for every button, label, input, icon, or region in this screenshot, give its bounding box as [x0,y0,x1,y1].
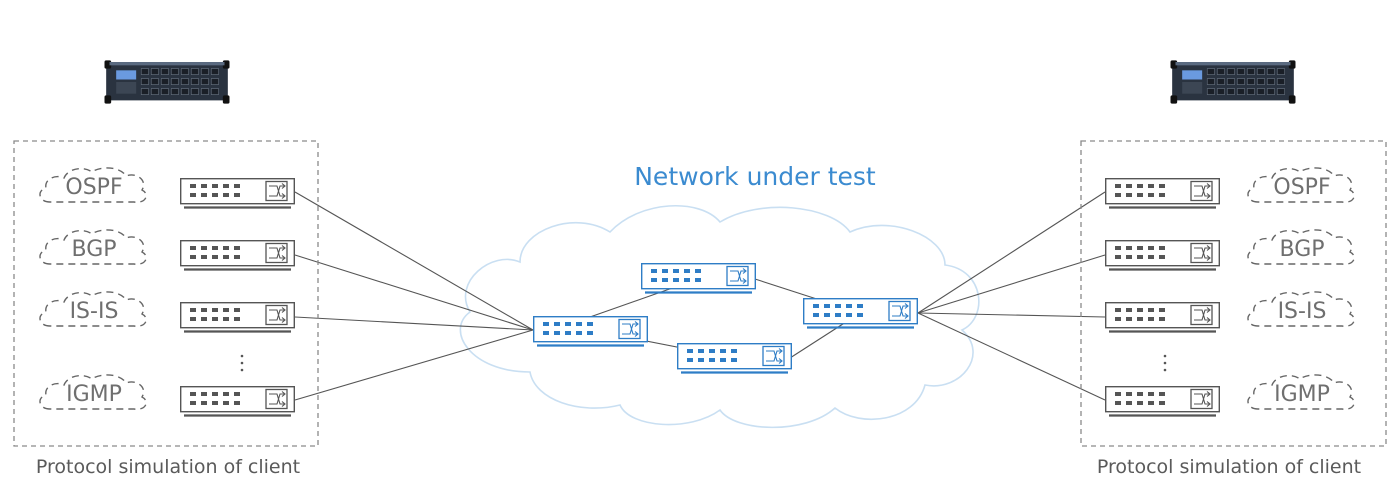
core-switch-left [533,316,648,347]
right-protocol-igmp: IGMP [1274,382,1330,407]
switch-icon [180,178,295,209]
left-protocol-igmp: IGMP [66,382,122,407]
network-cloud-icon [459,205,980,429]
switch-icon [1105,178,1220,209]
core-switch-right [803,298,918,329]
switch-icon [180,386,295,417]
right-protocol-ospf: OSPF [1273,175,1330,200]
switch-icon [1105,302,1220,333]
left-dashed-box [13,140,319,447]
right-protocol-bgp: BGP [1279,237,1324,262]
left-protocol-bgp: BGP [71,237,116,262]
tester-device-icon [104,60,230,104]
left-links [294,191,534,401]
left-protocol-isis: IS-IS [70,299,119,324]
right-links [917,191,1106,401]
right-client-group: OSPF BGP IS-IS IGMP Protocol simulation … [1080,60,1387,478]
right-ellipsis [1163,354,1167,372]
left-protocol-ospf: OSPF [65,175,122,200]
switch-icon [180,302,295,333]
switch-icon [1105,240,1220,271]
right-caption: Protocol simulation of client [1097,456,1361,478]
tester-device-icon [1170,60,1296,104]
left-client-group: OSPF BGP IS-IS IGMP Protocol simulation … [13,60,319,478]
left-caption: Protocol simulation of client [36,456,300,478]
core-switch-top [641,263,756,294]
switch-icon [180,240,295,271]
switch-icon [1105,386,1220,417]
core-switch-bottom [677,343,792,374]
left-ellipsis [240,354,244,372]
right-protocol-isis: IS-IS [1278,299,1327,324]
page-title: Network under test [634,162,876,191]
